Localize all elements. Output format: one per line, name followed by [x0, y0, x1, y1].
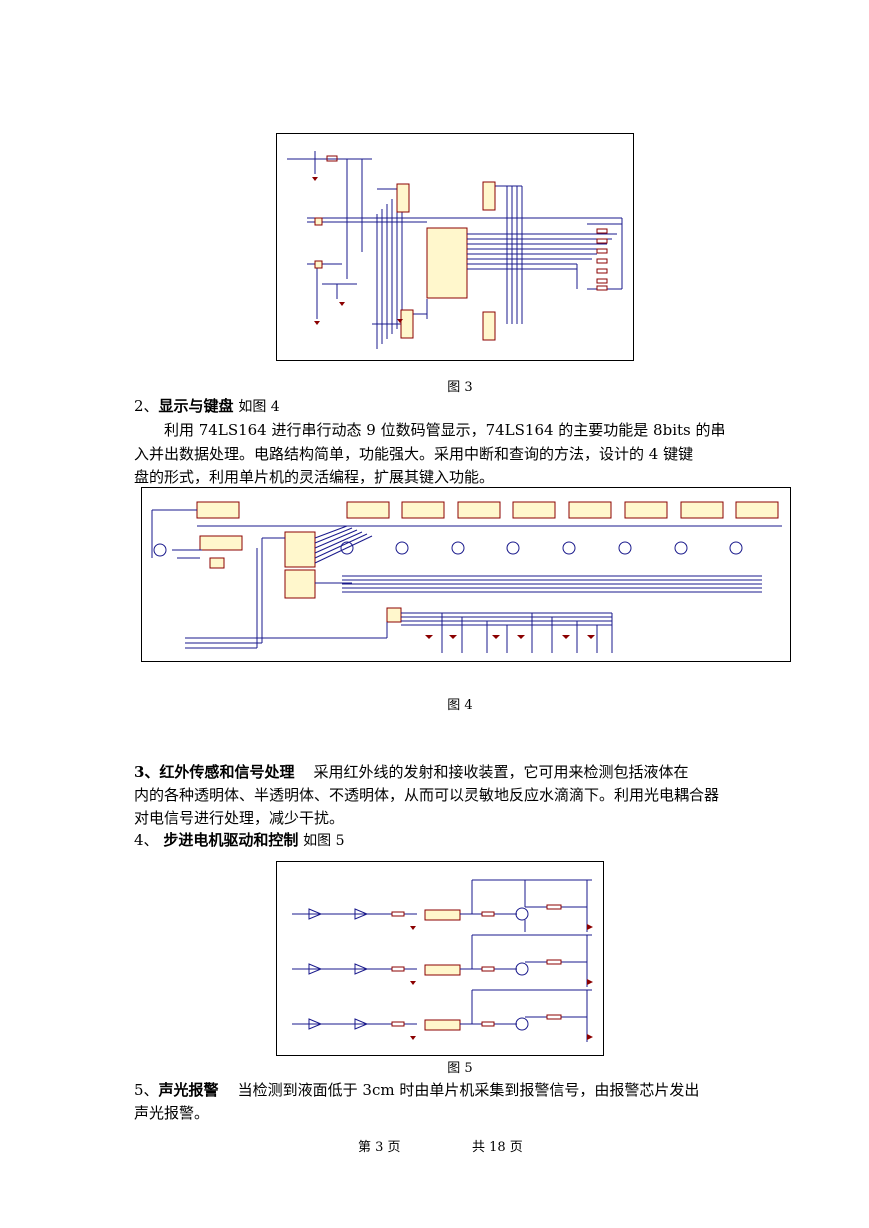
section-4-ref: 如图 5: [303, 833, 345, 849]
figure-3-caption: 图 3: [447, 380, 473, 395]
section-2-line-1: 利用 74LS164 进行串行动态 9 位数码管显示，74LS164 的主要功能…: [164, 421, 726, 439]
figure-5-caption: 图 5: [447, 1061, 473, 1076]
section-5-title: 声光报警: [158, 1081, 219, 1099]
section-4-number: 4、: [134, 831, 159, 849]
section-2-line-3: 盘的形式，利用单片机的灵活编程，扩展其键入功能。: [134, 468, 495, 486]
section-3-line-2: 内的各种透明体、半透明体、不透明体，从而可以灵敏地反应水滴滴下。利用光电耦合器: [134, 786, 720, 804]
figure-4-schematic: [151, 501, 782, 653]
figure-5-circuit: [276, 861, 604, 1056]
section-5-text-1: 当检测到液面低于 3cm 时由单片机采集到报警信号，由报警芯片发出: [237, 1081, 700, 1099]
section-3-line-1: 3、红外传感和信号处理 采用红外线的发射和接收装置，它可用来检测包括液体在: [134, 760, 689, 784]
section-3-line-3: 对电信号进行处理，减少干扰。: [134, 809, 345, 827]
footer-total-pages: 共 18 页: [472, 1140, 523, 1155]
section-2-number: 2、: [134, 397, 159, 415]
footer-page-number: 第 3 页: [358, 1140, 401, 1155]
section-5-number: 5、: [134, 1081, 159, 1099]
section-5-line-1: 5、声光报警 当检测到液面低于 3cm 时由单片机采集到报警信号，由报警芯片发出: [134, 1078, 699, 1102]
section-4-title: 步进电机驱动和控制: [163, 831, 299, 849]
section-3-title: 3、红外传感和信号处理: [134, 763, 295, 781]
figure-4-circuit: [141, 487, 791, 662]
section-2-heading: 2、显示与键盘 如图 4: [134, 394, 280, 419]
figure-3-schematic: [287, 151, 623, 349]
figure-3-circuit: [276, 133, 634, 361]
section-4-heading: 4、 步进电机驱动和控制 如图 5: [134, 828, 344, 853]
figure-4-caption: 图 4: [447, 698, 473, 713]
section-2-title: 显示与键盘: [158, 397, 234, 415]
section-5-line-2: 声光报警。: [134, 1104, 210, 1122]
section-2-ref: 如图 4: [238, 399, 280, 415]
section-3-text-1: 采用红外线的发射和接收装置，它可用来检测包括液体在: [313, 763, 689, 781]
section-2-line-2: 入并出数据处理。电路结构简单，功能强大。采用中断和查询的方法，设计的 4 键键: [134, 445, 694, 463]
figure-5-schematic: [292, 879, 593, 1042]
